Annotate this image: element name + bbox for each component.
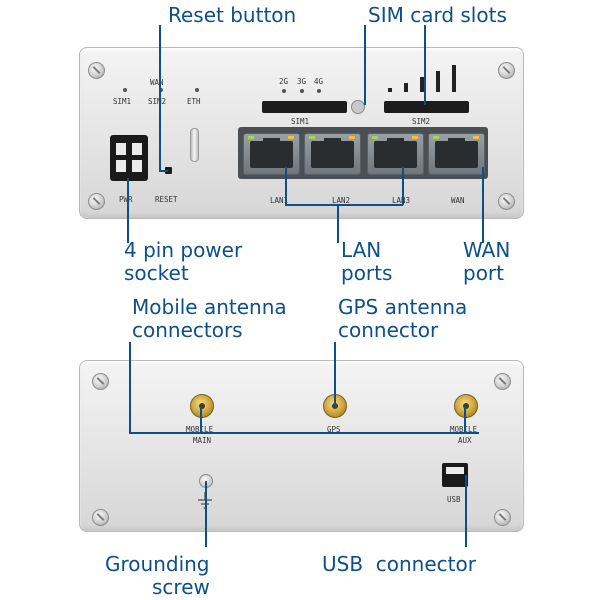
screw-icon (88, 62, 105, 79)
power-socket-callout: 4 pin power (124, 238, 243, 262)
lan-ports-callout: LAN (341, 238, 382, 262)
grounding-screw-callout: Grounding (105, 552, 210, 576)
wan-port-callout: WAN (463, 238, 511, 262)
signal-4g-led (317, 89, 321, 93)
usb-connector-callout: USB connector (322, 552, 476, 576)
power-socket[interactable] (110, 135, 148, 181)
eth-led-label: ETH (187, 97, 201, 106)
screw-icon (494, 509, 511, 526)
mobile-antenna-callout: Mobile antenna (132, 295, 287, 319)
pwr-label: PWR (119, 195, 133, 204)
lan-ports-callout-line2: ports (341, 261, 393, 285)
grounding-screw-callout-line2: screw (152, 575, 210, 599)
lan1-port[interactable] (243, 133, 300, 175)
light-pipe (190, 128, 199, 162)
gps-antenna-callout-line2: connector (338, 318, 439, 342)
reset-label: RESET (155, 195, 178, 204)
signal-strength-icon (388, 64, 460, 94)
mobile-main-sublabel: MAIN (193, 436, 212, 445)
signal-2g-led (282, 89, 286, 93)
wan-label: WAN (451, 196, 465, 205)
mobile-antenna-callout-line2: connectors (132, 318, 243, 342)
lan2-port[interactable] (304, 133, 361, 175)
lan3-port[interactable] (367, 133, 424, 175)
lan1-label: LAN1 (270, 196, 289, 205)
reset-button-callout: Reset button (168, 3, 297, 27)
mobile-aux-label: MOBILE (450, 425, 478, 434)
lan2-label: LAN2 (332, 196, 351, 205)
sim1-slot[interactable] (262, 101, 347, 113)
mobile-aux-sublabel: AUX (458, 436, 472, 445)
wan-port-callout-line2: port (463, 261, 504, 285)
screw-icon (494, 373, 511, 390)
screw-icon (498, 193, 515, 210)
gps-label: GPS (327, 425, 341, 434)
signal-3g-led (300, 89, 304, 93)
mobile-main-label: MOBILE (186, 425, 214, 434)
screw-icon (92, 509, 109, 526)
gps-antenna-callout: GPS antenna (338, 295, 468, 319)
usb-label: USB (447, 495, 461, 504)
screw-icon (88, 193, 105, 210)
usb-port[interactable] (442, 463, 468, 487)
back-panel (79, 360, 524, 532)
screw-icon (92, 373, 109, 390)
power-socket-callout-line2: socket (124, 261, 189, 285)
lan3-label: LAN3 (392, 196, 411, 205)
sim-eject-icon[interactable] (351, 100, 365, 114)
sim2-slot[interactable] (384, 101, 469, 113)
sim1-slot-label: SIM1 (291, 117, 310, 126)
sim-card-slots-callout: SIM card slots (368, 3, 507, 27)
signal-3g-label: 3G (297, 77, 307, 86)
signal-2g-label: 2G (279, 77, 289, 86)
reset-button[interactable] (165, 167, 172, 174)
screw-icon (498, 62, 515, 79)
wan-port[interactable] (428, 133, 485, 175)
wan-led-label: WAN (150, 78, 164, 87)
sim1-led-label: SIM1 (113, 97, 132, 106)
sim1-led (123, 88, 127, 92)
sim2-slot-label: SIM2 (412, 117, 431, 126)
signal-4g-label: 4G (314, 77, 324, 86)
sim2-led-label: SIM2 (148, 97, 167, 106)
eth-led (195, 88, 199, 92)
